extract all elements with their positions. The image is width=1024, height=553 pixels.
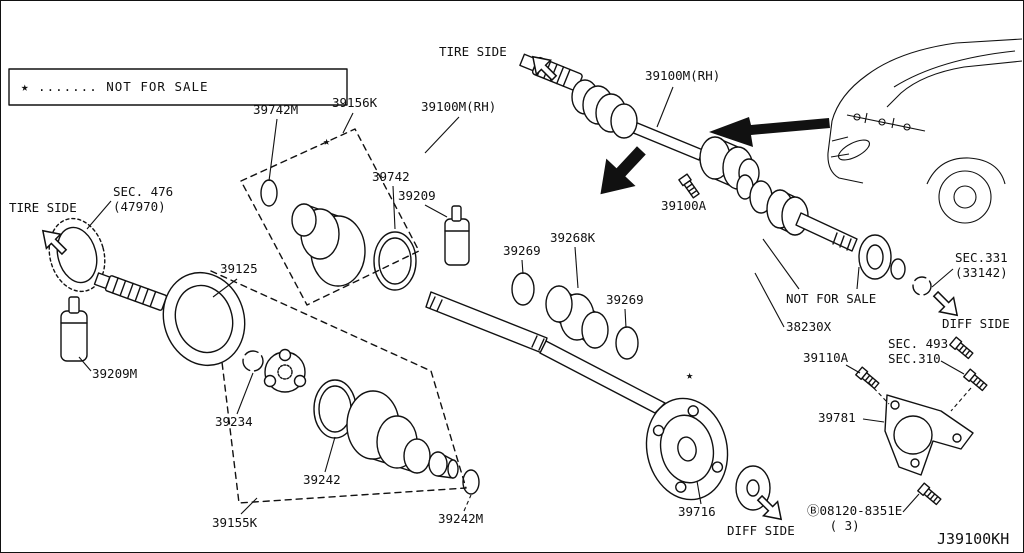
grease-tube-39209 — [444, 205, 470, 266]
kit-boundary-39155k — [210, 270, 467, 504]
center-shaft — [425, 291, 548, 354]
snap-ring-39234 — [242, 350, 264, 372]
part-label-39242: 39242 — [303, 472, 341, 487]
part-label-39716: 39716 — [678, 504, 716, 519]
part-label-39242m: 39242M — [438, 511, 484, 526]
bolt-sec310 — [963, 368, 988, 392]
boot-39155k — [346, 390, 459, 479]
bolt-08120-8351e — [917, 482, 942, 506]
boot-39156k — [291, 203, 366, 287]
part-label-39100a: 39100A — [661, 198, 707, 213]
pointer-arrow-down-left — [585, 136, 656, 208]
boot-band-39742m — [260, 179, 278, 207]
part-label-diff-side-right: DIFF SIDE — [942, 316, 1010, 331]
part-label-bolt-b: Ⓑ08120-8351E ( 3) — [807, 503, 903, 533]
bolt-sec493 — [949, 336, 974, 360]
boot-band-39742 — [373, 231, 417, 291]
part-label-tire-side-left: TIRE SIDE — [9, 200, 77, 215]
kit-boundary-39156k — [240, 128, 420, 306]
bracket-39781 — [884, 394, 974, 476]
part-label-39155k: 39155K — [212, 515, 258, 530]
tripod-spider — [263, 348, 307, 393]
damper-39268k — [545, 285, 609, 349]
part-label-39234: 39234 — [215, 414, 253, 429]
boot-band-39242m — [462, 469, 480, 495]
part-label-39100m-rh-mid: 39100M(RH) — [421, 99, 497, 114]
ring-39269-left — [511, 272, 535, 306]
bolt-39110a — [855, 366, 880, 390]
ring-39269-right — [615, 326, 639, 360]
rh-axle-assembled — [519, 53, 760, 190]
support-bearing-38230x — [736, 174, 906, 280]
part-label-39742m: 39742M — [253, 102, 299, 117]
diagram-code: J39100KH — [937, 530, 1010, 548]
axle-stub-spline — [93, 272, 168, 311]
part-label-sec331: SEC.331 (33142) — [955, 250, 1008, 280]
legend-note: ★ ....... NOT FOR SALE — [21, 79, 209, 94]
part-label-39125: 39125 — [220, 261, 258, 276]
pointer-arrow-from-car — [709, 117, 830, 147]
bolt-39100a — [678, 173, 700, 199]
abs-tone-ring — [48, 217, 106, 293]
part-label-39100m-rh-top: 39100M(RH) — [645, 68, 721, 83]
part-label-star-flange: ★ — [686, 368, 694, 382]
part-label-tire-side-top: TIRE SIDE — [439, 44, 507, 59]
part-label-39110a: 39110A — [803, 350, 849, 365]
part-label-not-for-sale: NOT FOR SALE — [786, 291, 877, 306]
part-label-39268k: 39268K — [550, 230, 596, 245]
part-label-39742: 39742 — [372, 169, 410, 184]
part-label-sec476: SEC. 476 (47970) — [113, 184, 174, 214]
legend-box — [8, 68, 348, 106]
inner-shaft-to-flange — [539, 340, 666, 414]
part-label-39269-left: 39269 — [503, 243, 541, 258]
part-label-39156k: 39156K — [332, 95, 378, 110]
flange-39716 — [645, 397, 729, 501]
car-sketch — [827, 38, 1023, 224]
part-label-39209m: 39209M — [92, 366, 138, 381]
part-label-39269-right: 39269 — [606, 292, 644, 307]
part-label-sec493: SEC. 493 — [888, 336, 949, 351]
part-label-sec310: SEC.310 — [888, 351, 941, 366]
part-label-39781: 39781 — [818, 410, 856, 425]
leader-lines — [78, 86, 972, 515]
part-label-diff-side-bottom: DIFF SIDE — [727, 523, 795, 538]
circlip-sec331 — [912, 276, 932, 296]
part-label-38230x: 38230X — [786, 319, 832, 334]
part-label-star-upper-kit: ★ — [323, 134, 331, 148]
part-label-39209: 39209 — [398, 188, 436, 203]
cv-joint-housing-39125 — [162, 271, 246, 367]
grease-tube-39209m — [60, 296, 88, 362]
